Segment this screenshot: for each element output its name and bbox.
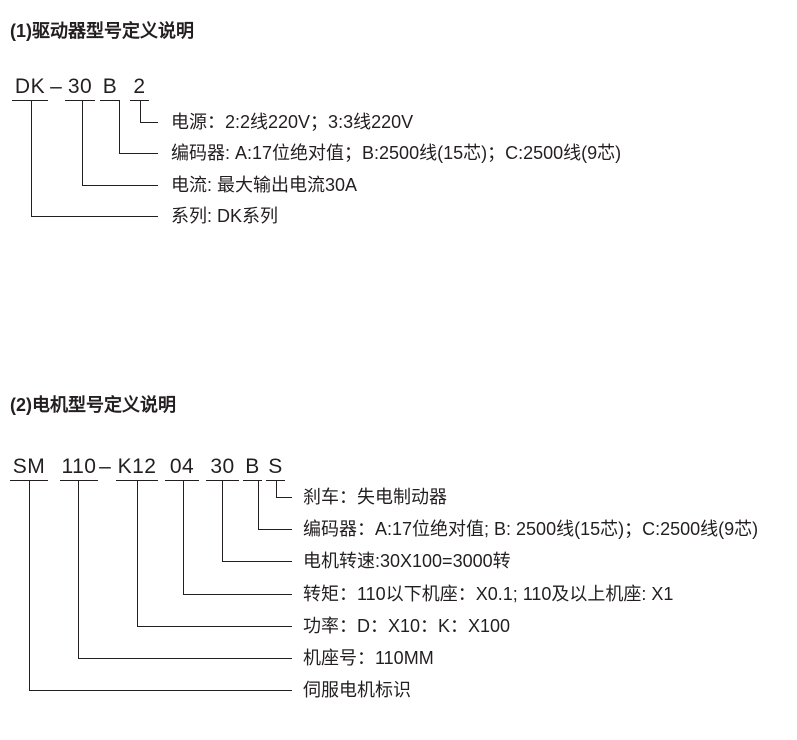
motor-def-brake: 刹车：失电制动器 bbox=[303, 487, 447, 507]
connector-driver-series bbox=[31, 100, 158, 217]
driver-code-separator: – bbox=[50, 75, 62, 98]
driver-code-current: 30 bbox=[65, 74, 95, 101]
connector-motor-frame-size bbox=[78, 480, 292, 659]
connector-motor-brake bbox=[276, 480, 292, 498]
connector-motor-torque bbox=[183, 480, 292, 595]
motor-code-torque: 04 bbox=[165, 454, 199, 481]
connector-driver-encoder bbox=[119, 100, 158, 154]
driver-code-power-supply: 2 bbox=[130, 74, 149, 101]
motor-def-servo-id: 伺服电机标识 bbox=[303, 680, 411, 700]
driver-def-series: 系列: DK系列 bbox=[171, 206, 279, 226]
motor-def-torque: 转矩：110以下机座：X0.1; 110及以上机座: X1 bbox=[303, 584, 674, 604]
motor-def-frame-size: 机座号：110MM bbox=[303, 648, 434, 668]
motor-code-servo-id: SM bbox=[10, 454, 48, 481]
connector-motor-servo-id bbox=[29, 480, 292, 691]
motor-code-encoder: B bbox=[243, 454, 262, 481]
motor-code-brake: S bbox=[266, 454, 285, 481]
motor-section-title: (2)电机型号定义说明 bbox=[10, 395, 176, 415]
driver-def-encoder: 编码器: A:17位绝对值；B:2500线(15芯)；C:2500线(9芯) bbox=[171, 143, 622, 163]
motor-code-separator: – bbox=[99, 455, 111, 478]
connector-driver-power-supply bbox=[140, 100, 158, 123]
driver-code-series: DK bbox=[12, 74, 48, 101]
driver-code-encoder: B bbox=[100, 74, 120, 101]
motor-code-power: K12 bbox=[116, 454, 158, 481]
motor-code-frame-size: 110 bbox=[60, 454, 98, 481]
connector-motor-encoder bbox=[258, 480, 292, 530]
connector-motor-speed bbox=[222, 480, 292, 562]
motor-def-power: 功率：D：X10：K：X100 bbox=[303, 616, 511, 636]
driver-section-title: (1)驱动器型号定义说明 bbox=[10, 21, 194, 41]
motor-def-encoder: 编码器：A:17位绝对值; B: 2500线(15芯)；C:2500线(9芯) bbox=[303, 519, 759, 539]
motor-def-speed: 电机转速:30X100=3000转 bbox=[303, 551, 511, 571]
connector-driver-current bbox=[82, 100, 158, 186]
motor-code-speed: 30 bbox=[206, 454, 239, 481]
driver-def-current: 电流: 最大输出电流30A bbox=[171, 175, 358, 195]
connector-motor-power bbox=[137, 480, 292, 627]
driver-def-power-supply: 电源：2:2线220V；3:3线220V bbox=[171, 112, 414, 132]
